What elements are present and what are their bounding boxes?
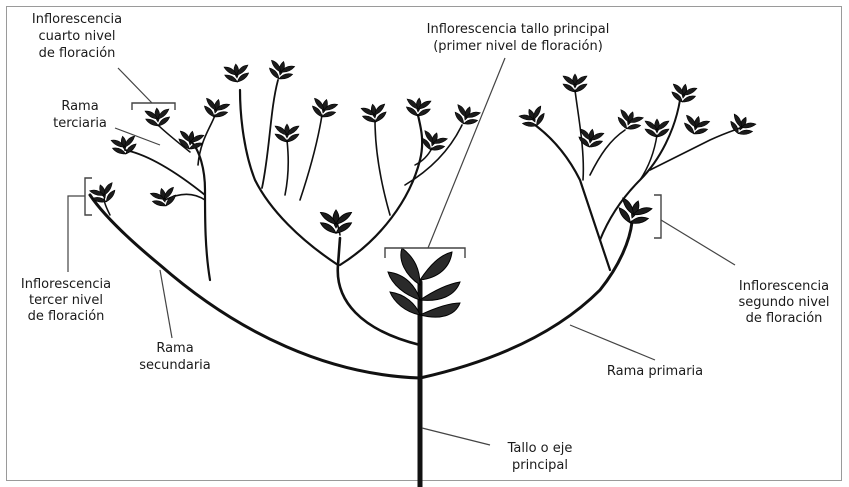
leader-rama-primaria xyxy=(570,325,655,360)
label-line: Rama primaria xyxy=(607,364,703,379)
leader-tercer-nivel xyxy=(68,196,85,272)
label-line: Inflorescencia xyxy=(21,277,111,292)
label-tercer-nivel: Inflorescencia tercer nivel de floración xyxy=(21,277,111,324)
secondary-branch-left xyxy=(190,140,210,280)
svg-text:Tallo o eje: Tallo o eje xyxy=(507,441,573,456)
svg-text:de floración: de floración xyxy=(39,46,116,61)
svg-text:principal: principal xyxy=(512,458,568,473)
label-line: Rama xyxy=(61,99,98,114)
label-line: tercer nivel xyxy=(29,293,103,308)
tertiary-branch-q xyxy=(640,135,657,180)
svg-text:Rama primaria: Rama primaria xyxy=(607,364,703,379)
secondary-branch-center-right xyxy=(340,115,422,265)
leader-tallo-eje xyxy=(422,428,490,445)
label-cuarto-nivel: Inflorescencia cuarto nivel de floración xyxy=(32,12,122,61)
svg-text:tercer nivel: tercer nivel xyxy=(29,293,103,308)
label-line: de floración xyxy=(39,46,116,61)
bracket-tallo-principal xyxy=(385,248,465,258)
secondary-branch-right xyxy=(535,125,610,270)
primary-branch-left xyxy=(90,195,420,378)
svg-text:(primer nivel de floración): (primer nivel de floración) xyxy=(433,39,603,54)
tertiary-branch-j xyxy=(375,120,390,215)
tertiary-branch-n xyxy=(575,90,583,180)
svg-text:Rama: Rama xyxy=(61,99,98,114)
label-line: de floración xyxy=(746,311,823,326)
svg-text:secundaria: secundaria xyxy=(139,358,211,373)
main-stem-inflorescence xyxy=(388,248,460,317)
label-line: Inflorescencia xyxy=(32,12,122,27)
label-rama-terciaria: Rama terciaria xyxy=(53,99,107,131)
label-line: de floración xyxy=(28,309,105,324)
label-line: cuarto nivel xyxy=(38,29,115,44)
label-line: secundaria xyxy=(139,358,211,373)
plant-branches xyxy=(90,80,740,487)
leader-segundo-nivel xyxy=(661,220,735,265)
svg-text:terciaria: terciaria xyxy=(53,116,107,131)
tertiary-branch-h xyxy=(300,115,322,200)
leader-cuarto-nivel xyxy=(118,68,152,103)
label-line: Inflorescencia xyxy=(739,279,829,294)
svg-text:segundo nivel: segundo nivel xyxy=(739,295,830,310)
label-line: terciaria xyxy=(53,116,107,131)
label-line: (primer nivel de floración) xyxy=(433,39,603,54)
svg-text:de floración: de floración xyxy=(746,311,823,326)
label-tallo-eje: Tallo o eje principal xyxy=(507,441,573,473)
tertiary-branch-l xyxy=(415,148,432,165)
svg-text:Inflorescencia: Inflorescencia xyxy=(21,277,111,292)
label-segundo-nivel: Inflorescencia segundo nivel de floració… xyxy=(739,279,830,326)
svg-text:cuarto nivel: cuarto nivel xyxy=(38,29,115,44)
label-line: Inflorescencia tallo principal xyxy=(427,22,610,37)
label-line: principal xyxy=(512,458,568,473)
label-rama-primaria: Rama primaria xyxy=(607,364,703,379)
label-tallo-principal: Inflorescencia tallo principal (primer n… xyxy=(427,22,610,54)
bracket-segundo-nivel xyxy=(654,195,661,238)
label-line: segundo nivel xyxy=(739,295,830,310)
svg-text:Inflorescencia tallo principal: Inflorescencia tallo principal xyxy=(427,22,610,37)
label-rama-secundaria: Rama secundaria xyxy=(139,341,211,373)
svg-text:Inflorescencia: Inflorescencia xyxy=(32,12,122,27)
tertiary-branch-a xyxy=(125,150,205,195)
primary-branch-right xyxy=(420,222,632,378)
svg-text:Inflorescencia: Inflorescencia xyxy=(739,279,829,294)
label-line: Tallo o eje xyxy=(507,441,573,456)
leader-tallo-principal xyxy=(428,58,505,248)
leader-rama-secundaria xyxy=(160,270,172,338)
label-line: Rama xyxy=(156,341,193,356)
svg-text:Rama: Rama xyxy=(156,341,193,356)
svg-text:de floración: de floración xyxy=(28,309,105,324)
tertiary-branch-k xyxy=(405,125,462,185)
tertiary-branch-g xyxy=(285,140,288,195)
